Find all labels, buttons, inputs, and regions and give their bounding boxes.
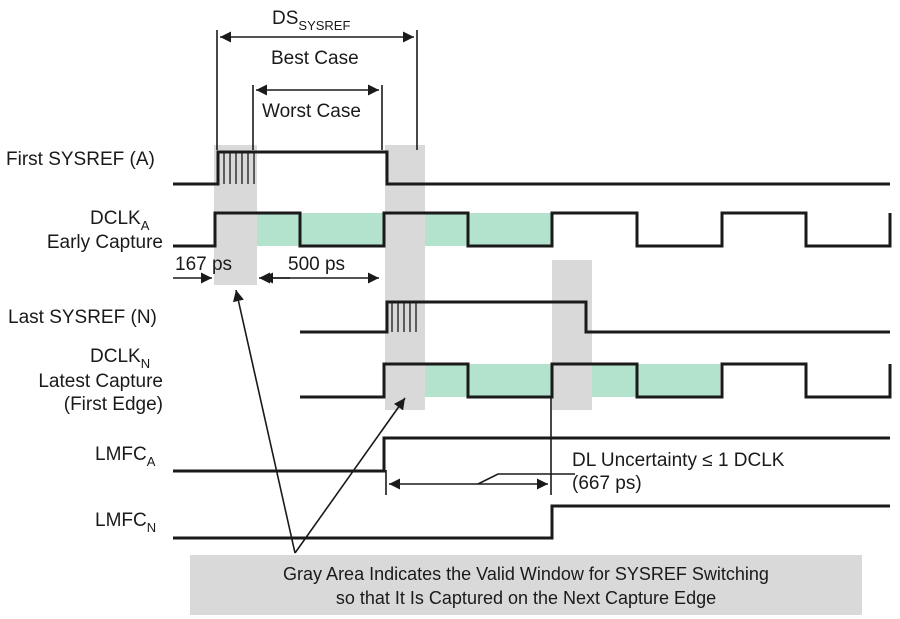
- green-window-a2: [425, 213, 553, 246]
- note-line-2: so that It Is Captured on the Next Captu…: [336, 588, 716, 608]
- gray-window-best-case: [385, 145, 425, 410]
- dl-uncertainty-label: DL Uncertainty ≤ 1 DCLK: [572, 450, 785, 471]
- first-sysref-label: First SYSREF (A): [6, 149, 155, 170]
- green-window-a1: [257, 213, 385, 246]
- green-window-n1: [425, 364, 553, 397]
- wave-lmfc-n: [173, 504, 890, 540]
- dclk-n-label: DCLKN: [90, 346, 150, 371]
- wave-lmfc-a: [173, 436, 890, 473]
- pointer-arrow-2: [294, 397, 406, 554]
- gray-window-next-edge: [552, 260, 592, 410]
- dl-label-leader: [477, 473, 575, 485]
- dl-value-label: (667 ps): [572, 473, 642, 494]
- lmfc-a-label: LMFCA: [95, 444, 156, 469]
- pointer-arrow-1: [232, 289, 296, 554]
- last-sysref-label: Last SYSREF (N): [8, 307, 157, 328]
- dclk-a-label: DCLKA: [90, 208, 150, 233]
- wave-first-sysref: [173, 150, 890, 186]
- note-box: [190, 555, 862, 615]
- dclk-a-caption: Early Capture: [47, 232, 163, 253]
- note-line-1: Gray Area Indicates the Valid Window for…: [283, 564, 769, 584]
- t500-label: 500 ps: [288, 254, 345, 275]
- dclk-n-caption-2: (First Edge): [64, 394, 163, 415]
- worst-case-label: Worst Case: [262, 101, 361, 122]
- wave-dclk-n: [300, 362, 892, 399]
- wave-dclk-a: [173, 211, 892, 248]
- t167-label: 167 ps: [175, 254, 232, 275]
- dclk-n-caption: Latest Capture: [38, 371, 163, 392]
- wave-last-sysref: [300, 300, 890, 334]
- green-window-n2: [592, 364, 720, 397]
- lmfc-n-label: LMFCN: [95, 510, 156, 535]
- best-case-label: Best Case: [271, 48, 359, 69]
- ds-sysref-label: DSSYSREF: [272, 8, 350, 33]
